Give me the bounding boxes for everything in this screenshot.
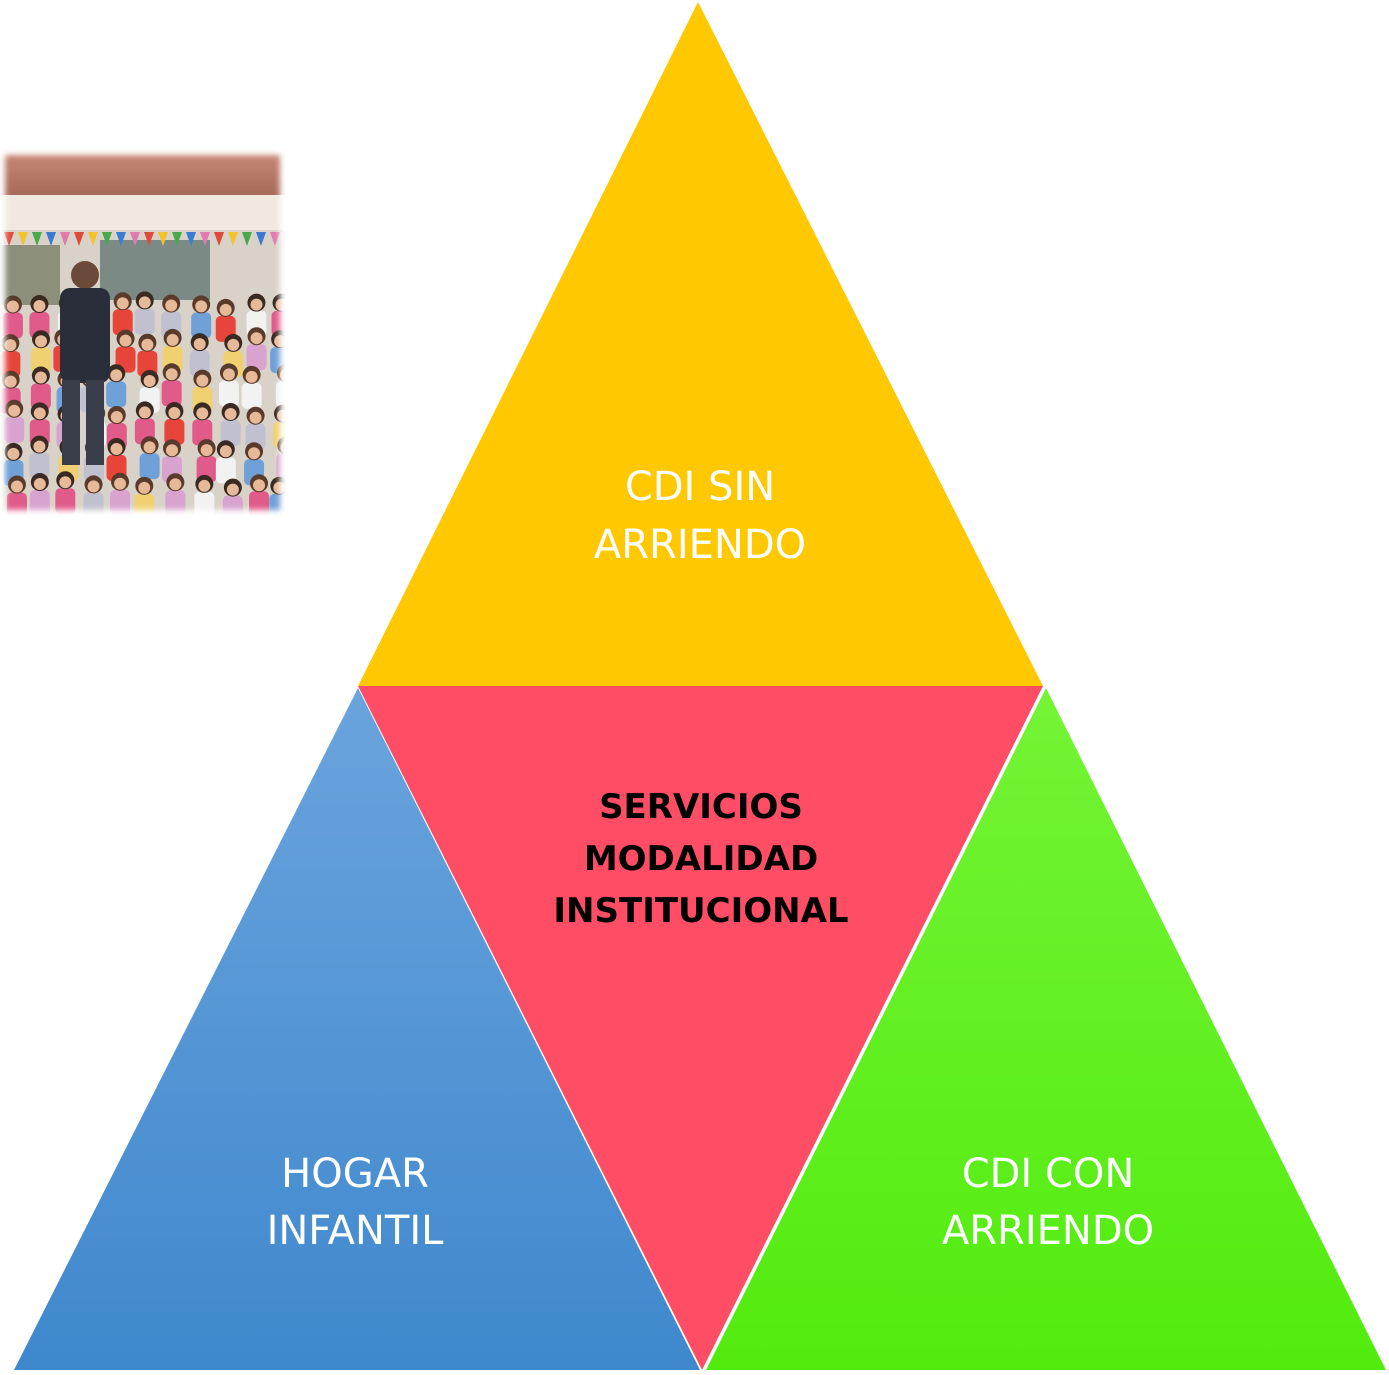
left-label-line-1: HOGAR — [281, 1151, 429, 1197]
top-triangle — [358, 2, 1043, 686]
left-label-line-2: INFANTIL — [267, 1208, 445, 1254]
top-label-line-2: ARRIENDO — [594, 522, 806, 568]
children-group-photo — [0, 150, 285, 515]
left-triangle — [14, 688, 700, 1370]
right-label-line-1: CDI CON — [962, 1151, 1135, 1197]
left-label: HOGAR INFANTIL — [267, 1151, 445, 1254]
center-label: SERVICIOS MODALIDAD INSTITUCIONAL — [553, 787, 848, 931]
center-triangle — [358, 686, 1043, 1370]
top-label-line-1: CDI SIN — [625, 464, 775, 510]
right-label-line-2: ARRIENDO — [942, 1208, 1154, 1254]
right-triangle — [706, 688, 1386, 1370]
center-label-line-3: INSTITUCIONAL — [553, 891, 848, 931]
center-label-line-2: MODALIDAD — [584, 839, 818, 879]
top-label: CDI SIN ARRIENDO — [594, 464, 806, 568]
center-label-line-1: SERVICIOS — [599, 787, 803, 827]
photo-soft-border — [0, 145, 290, 520]
right-label: CDI CON ARRIENDO — [942, 1151, 1154, 1254]
